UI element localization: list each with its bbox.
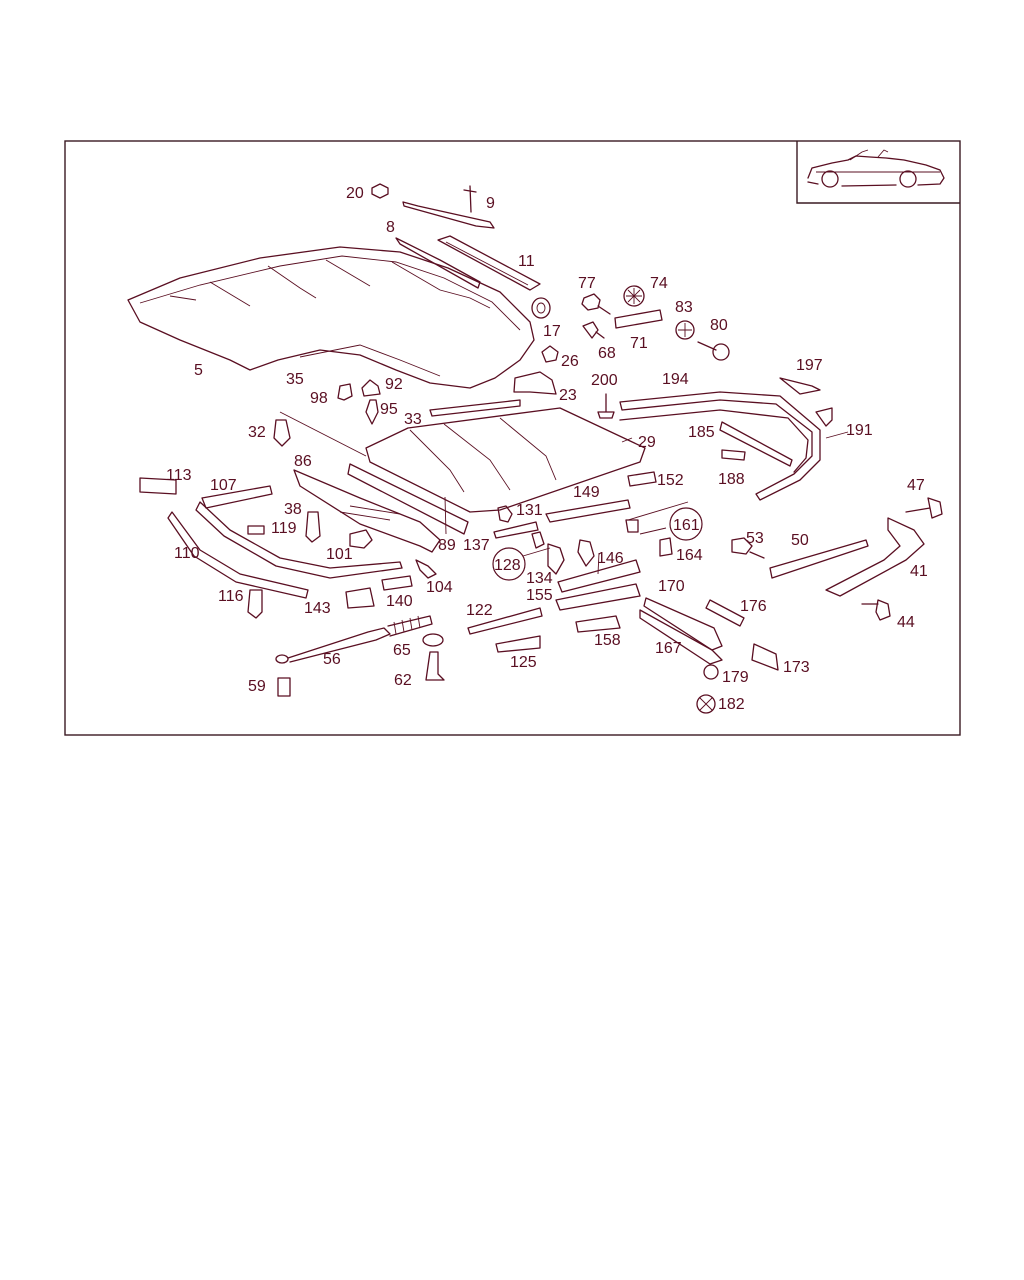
part-label: 53 <box>746 530 764 547</box>
part-label: 68 <box>598 345 616 362</box>
parts-top-row <box>371 183 559 395</box>
part-label: 20 <box>346 185 364 202</box>
part-label: 29 <box>638 434 656 451</box>
part-label: 83 <box>675 299 693 316</box>
part-label: 41 <box>910 563 928 580</box>
part-label: 47 <box>907 477 925 494</box>
part-label: 134 <box>526 570 553 587</box>
headliner-assembly <box>347 399 646 535</box>
part-label: 179 <box>722 669 749 686</box>
part-label: 167 <box>655 640 682 657</box>
frame-rails <box>619 377 925 597</box>
part-label: 80 <box>710 317 728 334</box>
part-label: 26 <box>561 353 579 370</box>
part-label: 56 <box>323 651 341 668</box>
part-label: 155 <box>526 587 553 604</box>
part-label: 116 <box>218 588 244 605</box>
part-label: 98 <box>310 390 328 407</box>
part-label: 200 <box>591 372 618 389</box>
part-label: 65 <box>393 642 411 659</box>
part-label: 188 <box>718 471 745 488</box>
part-label: 32 <box>248 424 266 441</box>
part-label: 92 <box>385 376 403 393</box>
leader-lines <box>279 411 849 575</box>
part-label: 152 <box>657 472 684 489</box>
part-label: 164 <box>676 547 703 564</box>
part-label: 158 <box>594 632 621 649</box>
vehicle-inset <box>796 141 960 204</box>
part-label: 59 <box>248 678 266 695</box>
cable-assembly <box>275 615 433 664</box>
part-label: 176 <box>740 598 767 615</box>
part-label: 146 <box>597 550 624 567</box>
part-label: 110 <box>174 545 200 562</box>
part-label: 140 <box>386 593 413 610</box>
part-label: 62 <box>394 672 412 689</box>
part-label: 182 <box>718 696 745 713</box>
part-label: 161 <box>673 517 700 534</box>
part-label: 119 <box>271 520 297 537</box>
part-label: 86 <box>294 453 312 470</box>
part-label: 122 <box>466 602 493 619</box>
fasteners <box>247 285 943 714</box>
part-label: 74 <box>650 275 668 292</box>
part-label: 95 <box>380 401 398 418</box>
lower-trim-strips <box>467 471 779 671</box>
part-label: 185 <box>688 424 715 441</box>
part-label: 33 <box>404 411 422 428</box>
part-label: 125 <box>510 654 537 671</box>
part-label: 44 <box>897 614 915 631</box>
part-label: 107 <box>210 477 237 494</box>
callout-ring-128 <box>492 547 526 581</box>
part-label: 173 <box>783 659 810 676</box>
part-label: 23 <box>559 387 577 404</box>
part-label: 131 <box>516 502 543 519</box>
part-label: 104 <box>426 579 453 596</box>
part-label: 89 <box>438 537 456 554</box>
part-label: 9 <box>486 195 495 212</box>
part-label: 128 <box>494 557 521 574</box>
part-label: 170 <box>658 578 685 595</box>
part-label: 149 <box>573 484 600 501</box>
part-label: 101 <box>326 546 353 563</box>
convertible-car-icon <box>807 149 945 188</box>
part-label: 113 <box>166 467 192 484</box>
diagram-frame <box>64 140 961 736</box>
part-label: 194 <box>662 371 689 388</box>
part-label: 35 <box>286 371 304 388</box>
part-label: 5 <box>194 362 203 379</box>
part-label: 197 <box>796 357 823 374</box>
part-label: 137 <box>463 537 490 554</box>
part-label: 191 <box>846 422 873 439</box>
part-label: 143 <box>304 600 331 617</box>
part-label: 11 <box>518 253 535 270</box>
part-label: 38 <box>284 501 302 518</box>
hardtop-shell <box>127 246 535 389</box>
left-side-parts <box>139 469 441 609</box>
part-label: 8 <box>386 219 395 236</box>
callout-ring-161 <box>669 507 703 541</box>
part-label: 71 <box>630 335 648 352</box>
part-label: 17 <box>543 323 561 340</box>
part-label: 77 <box>578 275 596 292</box>
part-label: 50 <box>791 532 809 549</box>
part-number-labels: 20 9 8 11 5 35 77 74 17 83 80 68 71 26 2… <box>166 185 928 713</box>
